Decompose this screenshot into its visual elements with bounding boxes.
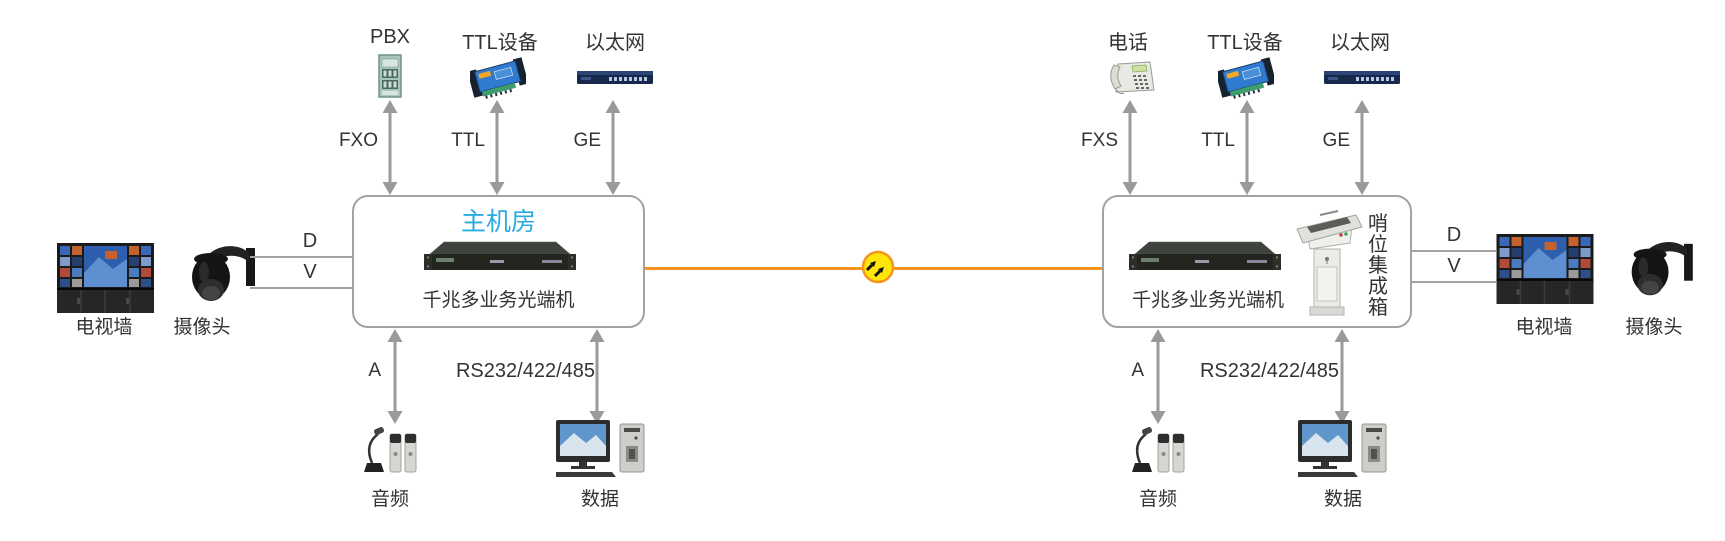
phone-icon	[1110, 61, 1155, 95]
ttl-device-icon-left	[470, 57, 526, 99]
d-label-left: D	[302, 230, 318, 252]
ge-port-label-right: GE	[1322, 130, 1350, 151]
audio-port-label-right: A	[1131, 360, 1144, 381]
audio-arrow-left	[387, 329, 403, 424]
ge-arrow-right	[1354, 100, 1370, 195]
terminal-label-right: 千兆多业务光端机	[1131, 290, 1284, 311]
tv-wall-label-right: 电视墙	[1515, 317, 1573, 338]
camera-label-right: 摄像头	[1625, 317, 1683, 338]
ethernet-label-right: 以太网	[1330, 32, 1390, 54]
ttl-device-icon-right	[1218, 57, 1274, 99]
d-line-left	[250, 256, 352, 258]
data-label-right: 数据	[1323, 489, 1362, 510]
ttl-device-label-right: TTL设备	[1207, 32, 1283, 54]
fiber-node-icon	[861, 250, 895, 284]
v-line-right	[1412, 281, 1496, 283]
ethernet-label-left: 以太网	[585, 32, 645, 54]
terminal-label-left: 千兆多业务光端机	[422, 290, 575, 311]
ttl-arrow-left	[489, 100, 505, 195]
serial-port-label-right: RS232/422/485	[1199, 360, 1339, 382]
ethernet-switch-icon-left	[577, 71, 653, 84]
sentry-box-label: 哨位集成箱	[1368, 213, 1388, 319]
pbx-icon	[378, 54, 402, 98]
fxo-port-label: FXO	[338, 130, 378, 151]
d-line-right	[1412, 250, 1496, 252]
v-label-left: V	[303, 261, 317, 283]
ethernet-switch-icon-right	[1324, 71, 1400, 84]
v-line-left	[250, 287, 352, 289]
phone-label: 电话	[1108, 32, 1148, 54]
pbx-label: PBX	[369, 26, 411, 48]
room-title: 主机房	[460, 208, 536, 236]
fxs-port-label: FXS	[1081, 130, 1118, 151]
optical-terminal-icon-left	[424, 241, 576, 270]
audio-icon-left	[364, 427, 417, 473]
audio-label-right: 音频	[1138, 489, 1177, 510]
tv-wall-label-left: 电视墙	[75, 317, 133, 338]
ge-port-label-left: GE	[573, 130, 601, 151]
serial-arrow-right	[1334, 329, 1350, 424]
ttl-port-label-right: TTL	[1201, 130, 1235, 151]
ttl-port-label-left: TTL	[451, 130, 485, 151]
tv-wall-icon-right	[1496, 234, 1594, 304]
optical-terminal-icon-right	[1129, 241, 1281, 270]
ttl-device-label-left: TTL设备	[462, 32, 538, 54]
data-label-left: 数据	[580, 489, 619, 510]
computer-icon-left	[556, 420, 645, 477]
camera-label-left: 摄像头	[173, 317, 231, 338]
serial-port-label-left: RS232/422/485	[455, 360, 595, 382]
camera-icon-left	[192, 246, 255, 301]
audio-icon-right	[1132, 427, 1185, 473]
audio-port-label-left: A	[368, 360, 381, 381]
sentry-console-icon	[1296, 210, 1363, 316]
fxs-arrow	[1122, 100, 1138, 195]
ttl-arrow-right	[1239, 100, 1255, 195]
camera-icon-right	[1631, 241, 1693, 296]
fxo-arrow	[382, 100, 398, 195]
v-label-right: V	[1447, 255, 1461, 277]
computer-icon-right	[1298, 420, 1387, 477]
audio-arrow-right	[1150, 329, 1166, 424]
ge-arrow-left	[605, 100, 621, 195]
tv-wall-icon	[57, 243, 154, 313]
serial-arrow-left	[589, 329, 605, 424]
d-label-right: D	[1446, 224, 1462, 246]
audio-label-left: 音频	[370, 489, 409, 510]
